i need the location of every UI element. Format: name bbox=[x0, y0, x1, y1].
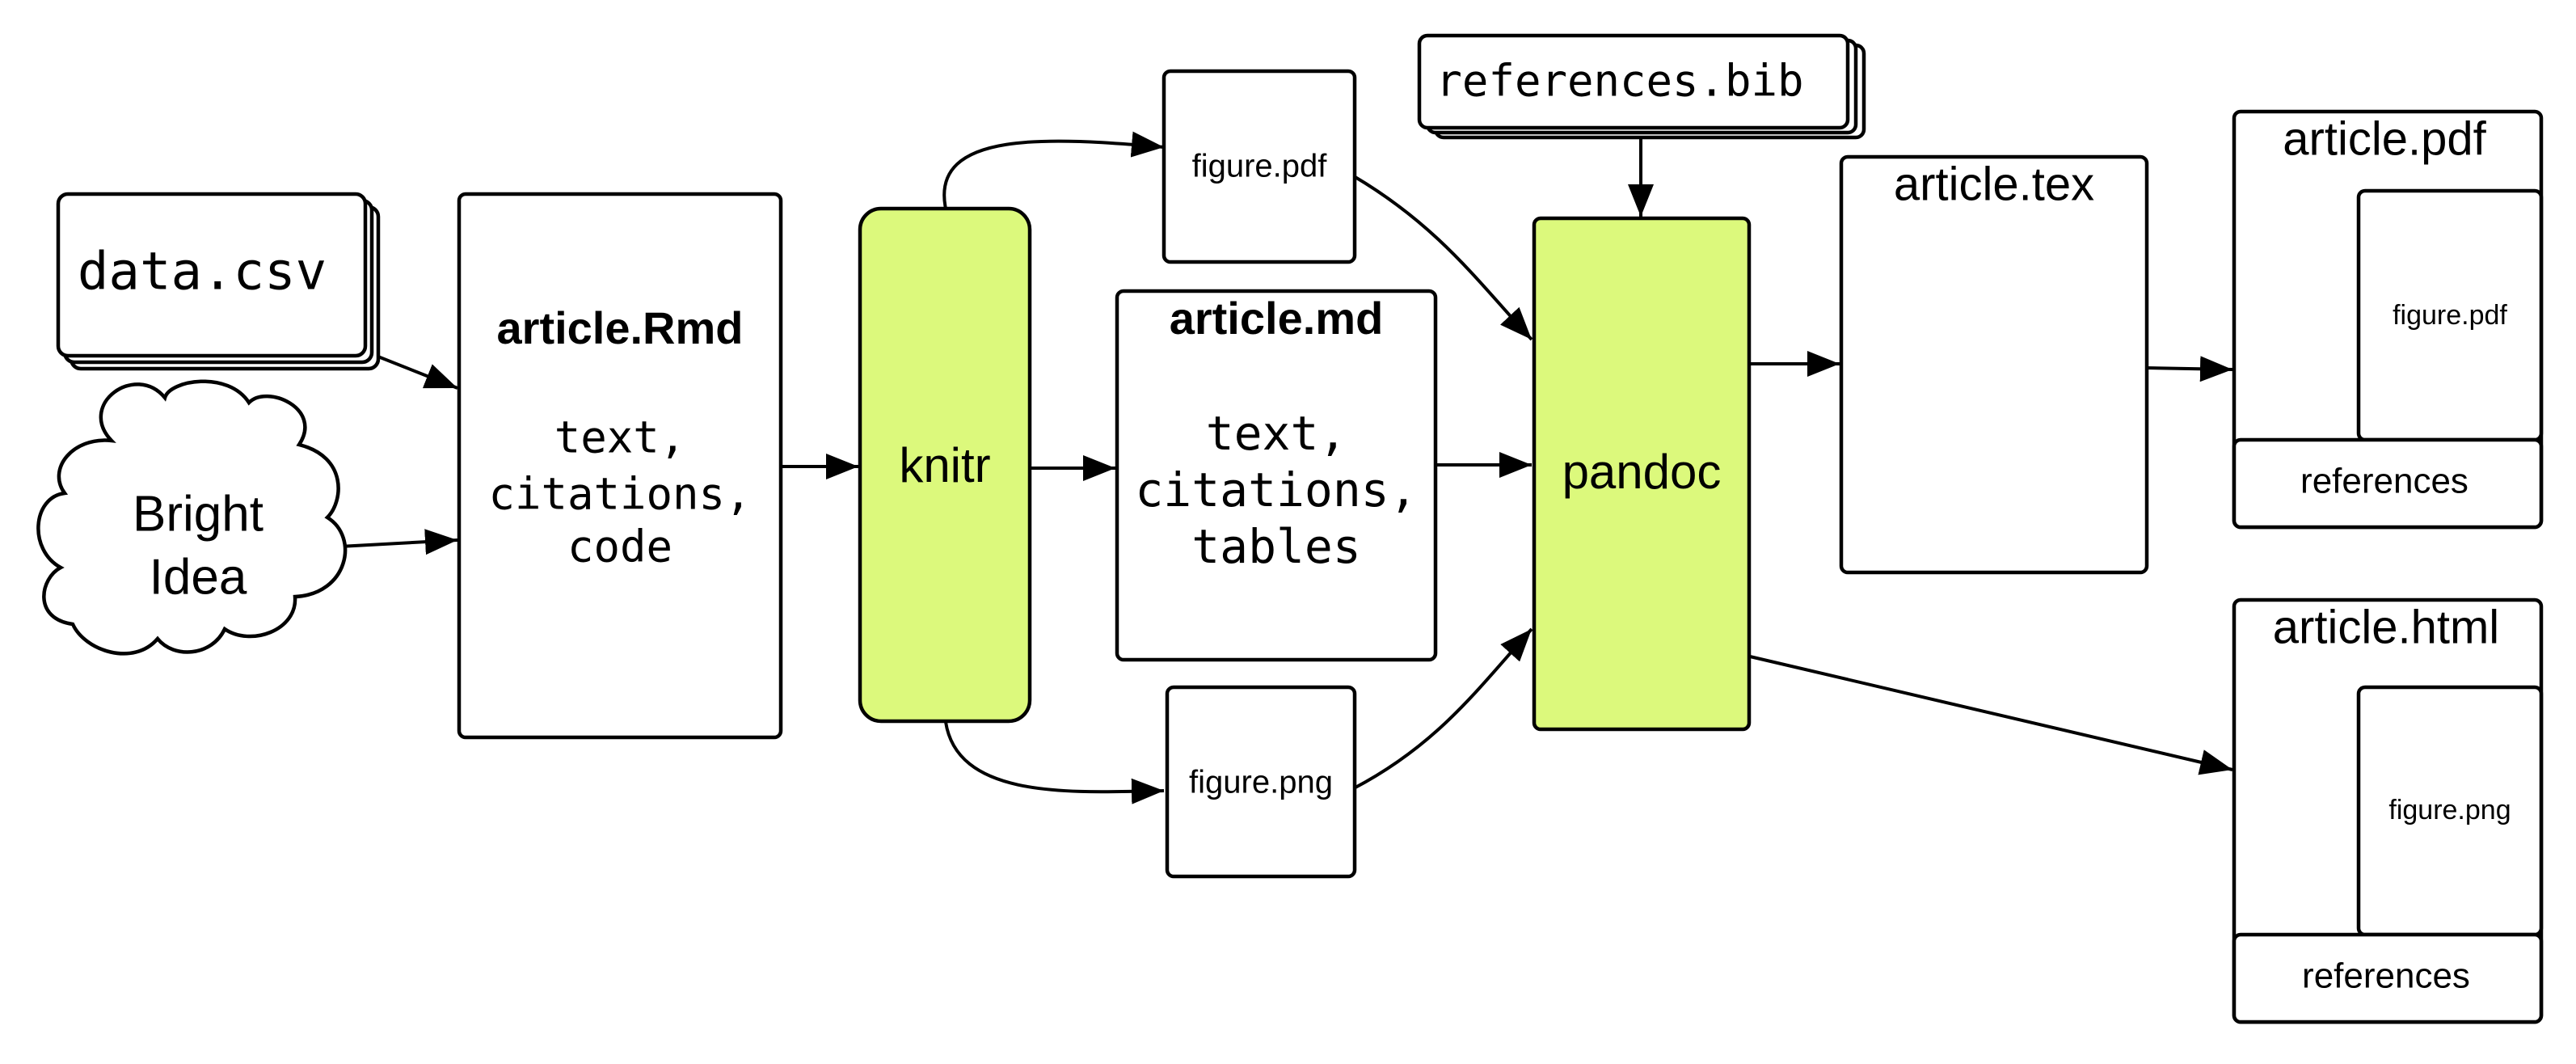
knitr-label: knitr bbox=[899, 438, 990, 492]
article-tex-node: article.tex bbox=[1839, 154, 2149, 575]
article-html-references-label: references bbox=[2302, 956, 2470, 996]
article-tex-title: article.tex bbox=[1894, 158, 2094, 210]
article-html-figure-label: figure.png bbox=[2388, 795, 2511, 825]
article-md-line1: text, bbox=[1206, 406, 1347, 461]
knitr-node: knitr bbox=[858, 206, 1032, 724]
edges bbox=[339, 131, 2233, 804]
edge-knitr-to-figure-png bbox=[944, 721, 1165, 804]
article-pdf-references-label: references bbox=[2300, 462, 2468, 501]
edge-figure-png-to-pandoc bbox=[1353, 627, 1533, 790]
bright-idea-line1: Bright bbox=[133, 486, 264, 542]
pandoc-label: pandoc bbox=[1562, 445, 1722, 499]
pandoc-node: pandoc bbox=[1532, 216, 1752, 732]
references-bib-label: references.bib bbox=[1436, 56, 1803, 107]
figure-png-node: figure.png bbox=[1165, 685, 1357, 879]
edge-pandoc-to-html bbox=[1749, 655, 2233, 775]
figure-pdf-label: figure.pdf bbox=[1192, 149, 1328, 184]
bright-idea-line2: Idea bbox=[150, 549, 247, 605]
data-csv-label: data.csv bbox=[78, 243, 327, 302]
edge-bright-idea-to-rmd bbox=[339, 529, 458, 555]
edge-knitr-to-figure-pdf bbox=[942, 131, 1165, 209]
article-md-title: article.md bbox=[1170, 293, 1384, 344]
article-html-title: article.html bbox=[2273, 601, 2499, 653]
article-pdf-figure-label: figure.pdf bbox=[2393, 300, 2507, 331]
figure-png-label: figure.png bbox=[1189, 765, 1333, 800]
references-bib-node: references.bib bbox=[1417, 33, 1866, 140]
article-rmd-line2: citations, bbox=[488, 469, 751, 520]
figure-pdf-node: figure.pdf bbox=[1162, 69, 1357, 264]
edge-figure-pdf-to-pandoc bbox=[1352, 175, 1533, 341]
bright-idea-cloud: Bright Idea bbox=[36, 379, 348, 656]
article-rmd-node: article.Rmd text, citations, code bbox=[457, 192, 783, 740]
article-md-line3: tables bbox=[1191, 519, 1361, 574]
article-pdf-references-box bbox=[2232, 437, 2544, 530]
article-pdf-title: article.pdf bbox=[2283, 112, 2486, 165]
article-rmd-title: article.Rmd bbox=[497, 302, 744, 353]
data-csv-node: data.csv bbox=[56, 192, 381, 371]
article-md-node: article.md text, citations, tables bbox=[1115, 289, 1438, 662]
article-pdf-node: article.pdf figure.pdf references bbox=[2232, 109, 2544, 530]
article-md-line2: citations, bbox=[1135, 462, 1417, 517]
article-html-node: article.html figure.png references bbox=[2232, 597, 2544, 1024]
article-html-references-box bbox=[2232, 932, 2544, 1024]
article-rmd-line3: code bbox=[567, 521, 672, 572]
edge-tex-to-pdf bbox=[2145, 356, 2233, 382]
article-rmd-line1: text, bbox=[554, 412, 686, 463]
